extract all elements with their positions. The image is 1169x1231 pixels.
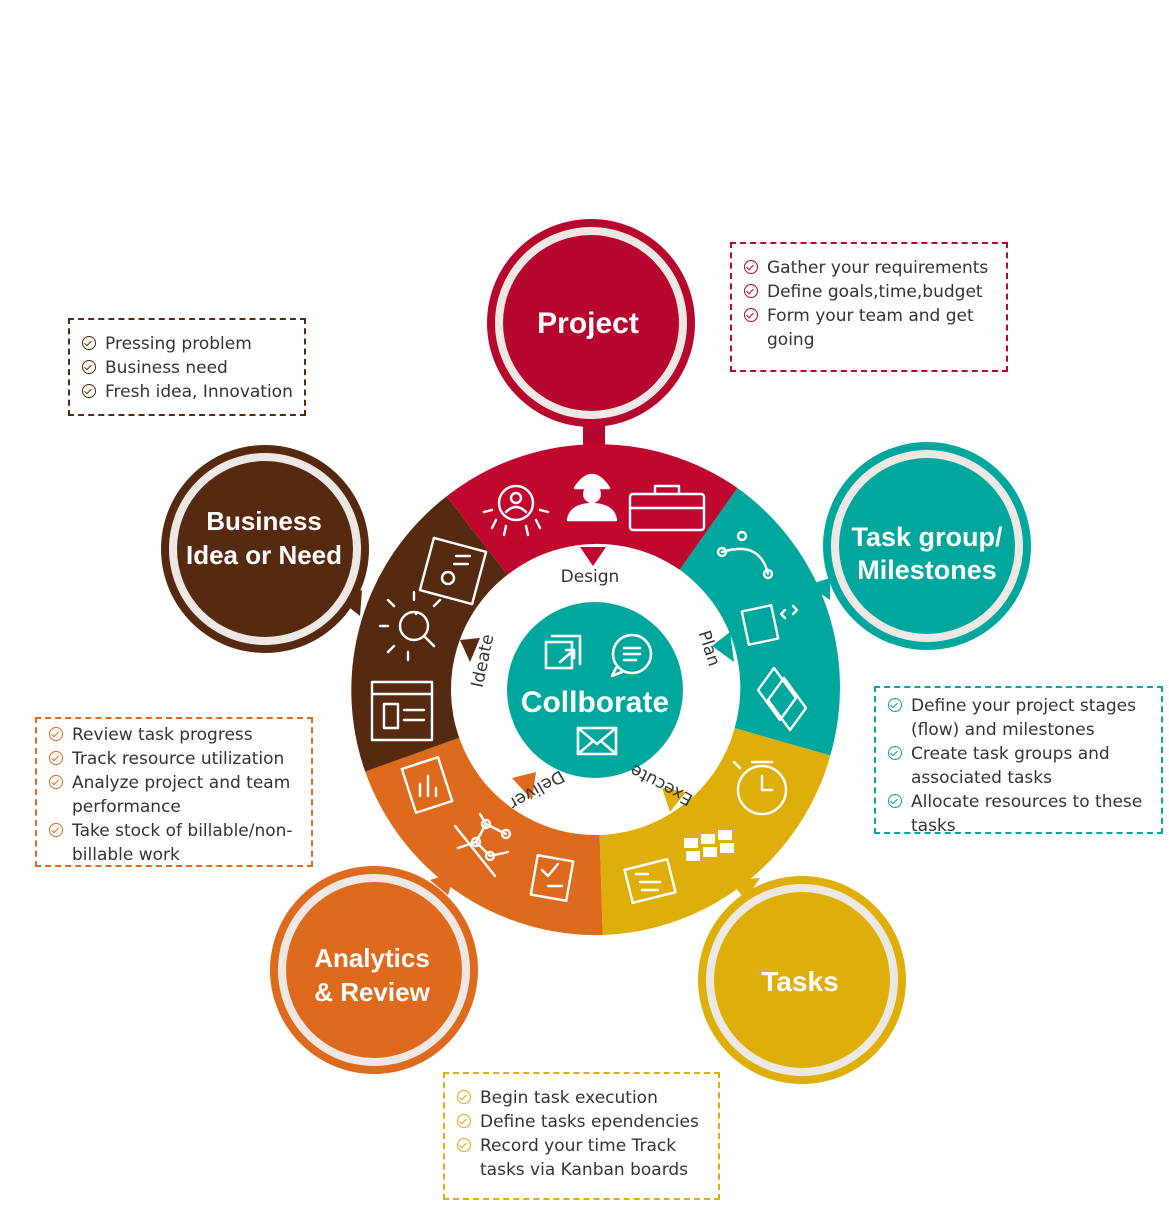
ring-segment-execute — [599, 728, 831, 935]
email-icon — [576, 726, 618, 756]
ideate-pointer — [460, 638, 480, 662]
node-project-title: Project — [537, 307, 639, 340]
network-graph-icon — [453, 812, 512, 878]
note-tasks: Begin task execution Define tasks epende… — [443, 1072, 720, 1200]
stage-label-deliver: Deliver — [505, 766, 567, 814]
deliver-pointer — [512, 772, 536, 800]
note-business: Pressing problem Business need Fresh ide… — [68, 318, 306, 416]
sketchbook-icon — [370, 680, 434, 742]
list-item: Review task progress — [49, 723, 301, 747]
node-analytics: Analytics & Review — [270, 866, 478, 1074]
bezier-pen-icon — [716, 530, 774, 580]
list-item: Create task groups and associated tasks — [888, 742, 1151, 790]
check-icon — [49, 751, 63, 765]
node-tasks: Tasks — [698, 876, 906, 1084]
kanban-grid-icon — [684, 830, 734, 861]
list-item: Analyze project and team performance — [49, 771, 301, 819]
briefcase-icon — [628, 484, 706, 532]
check-icon — [457, 1114, 471, 1128]
list-item: Gather your requirements — [744, 256, 996, 280]
code-window-icon — [740, 604, 799, 646]
project-connector — [583, 420, 605, 452]
list-item: Track resource utilization — [49, 747, 301, 771]
list-item: Define your project stages (flow) and mi… — [888, 694, 1151, 742]
stage-label-design: Design — [561, 567, 620, 587]
layers-icon — [756, 666, 808, 732]
stage-label-plan: Plan — [694, 628, 724, 669]
check-icon — [744, 260, 758, 274]
chat-bubble-icon — [610, 633, 653, 678]
report-icon — [400, 756, 454, 814]
plan-pointer — [712, 632, 734, 662]
list-item: Define tasks ependencies — [457, 1110, 708, 1134]
list-item: Fresh idea, Innovation — [82, 380, 294, 404]
lightbulb-icon — [378, 590, 442, 662]
check-icon — [888, 746, 902, 760]
check-icon — [82, 360, 96, 374]
note-task-group: Define your project stages (flow) and mi… — [874, 686, 1163, 836]
note-analytics: Review task progress Track resource util… — [35, 717, 313, 867]
list-item: Form your team and get going — [744, 304, 996, 352]
id-card-icon — [418, 536, 488, 606]
note-project: Gather your requirements Define goals,ti… — [730, 242, 1008, 372]
center-hub: Collborate — [507, 602, 683, 778]
list-item: Take stock of billable/non-billable work — [49, 819, 301, 867]
node-analytics-line1: Analytics — [314, 943, 430, 973]
stopwatch-icon — [732, 760, 788, 816]
node-business-line1: Business — [206, 506, 322, 536]
check-icon — [888, 698, 902, 712]
list-item: Business need — [82, 356, 294, 380]
check-icon — [82, 384, 96, 398]
target-user-icon — [482, 484, 550, 537]
design-pointer — [580, 547, 606, 566]
checklist-icon — [529, 853, 575, 903]
execute-pointer — [662, 788, 686, 812]
node-business-line2: Idea or Need — [186, 540, 342, 570]
ring-icons — [370, 473, 808, 905]
node-project: Project — [487, 219, 695, 427]
node-task-group: Task group/ Milestones — [823, 442, 1031, 650]
check-icon — [49, 727, 63, 741]
node-business: Business Idea or Need — [161, 445, 369, 653]
list-item: Record your time Track tasks via Kanban … — [457, 1134, 708, 1182]
center-title: Collborate — [521, 686, 669, 719]
ring-segment-deliver — [365, 737, 603, 936]
check-icon — [49, 823, 63, 837]
check-icon — [888, 794, 902, 808]
node-tasks-title: Tasks — [761, 966, 838, 997]
check-icon — [82, 336, 96, 350]
node-analytics-line2: & Review — [314, 977, 430, 1007]
check-icon — [457, 1138, 471, 1152]
share-screen-icon — [544, 634, 582, 670]
list-item: Allocate resources to these tasks — [888, 790, 1151, 838]
node-task-group-line2: Milestones — [857, 555, 997, 585]
list-item: Begin task execution — [457, 1086, 708, 1110]
list-item: Pressing problem — [82, 332, 294, 356]
node-task-group-line1: Task group/ — [851, 522, 1003, 552]
code-lines-icon — [623, 857, 677, 905]
center-circle — [507, 602, 683, 778]
check-icon — [744, 308, 758, 322]
check-icon — [457, 1090, 471, 1104]
stage-label-execute: Execute — [627, 760, 696, 810]
list-item: Define goals,time,budget — [744, 280, 996, 304]
engineer-icon — [566, 473, 618, 522]
check-icon — [744, 284, 758, 298]
check-icon — [49, 775, 63, 789]
